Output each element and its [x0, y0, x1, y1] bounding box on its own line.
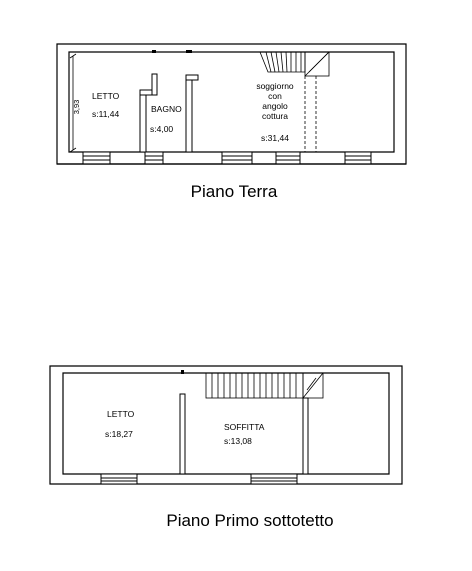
- ground-floor-plan: 3,93 LETTO s:11,44: [56, 43, 407, 201]
- room-label-soggiorno-3: angolo: [262, 101, 288, 111]
- room-area-soffitta: s:13,08: [224, 436, 252, 446]
- room-label-letto-first: LETTO: [107, 409, 135, 419]
- room-area-soggiorno: s:31,44: [261, 133, 289, 143]
- room-label-soggiorno-4: cottura: [262, 111, 288, 121]
- first-floor-plan: LETTO s:18,27 SOFFITTA s:13,08 Piano Pri…: [49, 365, 403, 530]
- floor-title-ground: Piano Terra: [191, 182, 278, 201]
- room-label-soffitta: SOFFITTA: [224, 422, 265, 432]
- first-floor-windows: [100, 473, 298, 485]
- first-floor-staircase: [205, 372, 324, 399]
- room-label-soggiorno-1: soggiorno: [256, 81, 294, 91]
- room-area-letto-first: s:18,27: [105, 429, 133, 439]
- bathroom-walls: [139, 73, 199, 153]
- room-label-letto-ground: LETTO: [92, 91, 120, 101]
- floor-title-first: Piano Primo sottotetto: [166, 511, 333, 530]
- dimension-line: [69, 53, 77, 153]
- ground-floor-outer-wall: [56, 43, 407, 165]
- first-floor-walls: [179, 393, 309, 475]
- ground-floor-staircase: [259, 51, 330, 152]
- room-area-letto-ground: s:11,44: [92, 109, 120, 119]
- dimension-label: 3,93: [72, 100, 81, 115]
- room-label-soggiorno-2: con: [268, 91, 282, 101]
- room-area-bagno: s:4,00: [150, 124, 173, 134]
- room-label-bagno: BAGNO: [151, 104, 182, 114]
